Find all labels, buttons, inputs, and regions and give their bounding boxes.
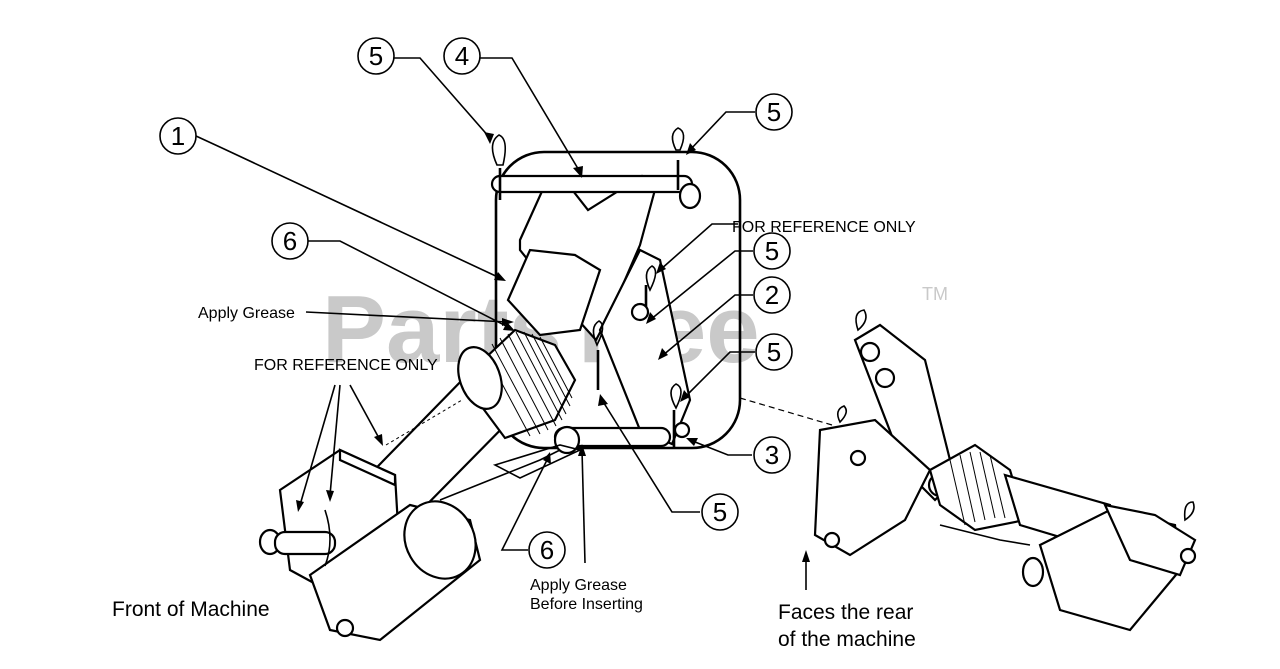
assembly-frame (494, 150, 742, 450)
front-hairpin (324, 509, 331, 567)
callout-6-lower: 6 (528, 531, 566, 569)
label-apply-grease: Apply Grease (198, 305, 295, 322)
callout-number: 5 (767, 337, 781, 367)
callout-circle (755, 93, 793, 131)
hairpin-clip (671, 127, 685, 151)
gearbox-bolt (849, 449, 867, 467)
callout-number: 3 (765, 440, 779, 470)
lift-arm-hole (859, 341, 881, 363)
bracket-assembly (490, 127, 742, 455)
label-apply-grease-before-line1: Apply Grease (530, 577, 627, 594)
rear-clip (855, 309, 867, 332)
callout-circle (701, 493, 739, 531)
hairpin-clip (592, 320, 604, 347)
watermark-trademark: TM (922, 284, 948, 304)
callout-number: 1 (171, 121, 185, 151)
top-pin-end (678, 182, 702, 210)
rear-pin (1179, 547, 1197, 565)
callout-3: 3 (753, 436, 791, 474)
rear-gearbox (813, 418, 932, 557)
callout-4: 4 (443, 37, 481, 75)
hairpin-clip (670, 383, 682, 410)
callout-circle (159, 117, 197, 155)
callout-circle (753, 276, 791, 314)
callout-5-lower-right: 5 (755, 333, 793, 371)
leader-lines (195, 57, 833, 590)
callout-5-top-right: 5 (755, 93, 793, 131)
callout-5-top-left: 5 (357, 37, 395, 75)
callout-circle (528, 531, 566, 569)
callout-number: 4 (455, 41, 469, 71)
hairpin-clip (645, 265, 657, 292)
rear-hairpin (1183, 501, 1195, 522)
callout-number: 5 (369, 41, 383, 71)
top-pin (490, 174, 694, 194)
callout-number: 5 (713, 497, 727, 527)
rear-clip (836, 405, 848, 424)
rear-thread-lines (949, 451, 1006, 526)
right-actuator (813, 309, 1197, 632)
hairpin-clip (491, 134, 507, 166)
label-for-reference-only-left: FOR REFERENCE ONLY (254, 357, 438, 374)
callout-number: 5 (767, 97, 781, 127)
rear-cable (939, 524, 1031, 546)
callout-circle (755, 333, 793, 371)
bracket-web (506, 248, 602, 337)
motor-cable (439, 449, 561, 501)
label-faces-rear-line1: Faces the rear (778, 601, 913, 624)
callout-circle (753, 232, 791, 270)
gearbox-bolt (823, 531, 841, 549)
clevis-pin (630, 302, 650, 322)
callout-2: 2 (753, 276, 791, 314)
callout-number: 6 (540, 535, 554, 565)
callout-number: 2 (765, 280, 779, 310)
label-front-of-machine: Front of Machine (112, 598, 270, 621)
callout-6-upper: 6 (271, 222, 309, 260)
clevis-pin (673, 421, 691, 439)
thread-lines (483, 331, 573, 437)
lower-pin-head (553, 425, 581, 455)
gearbox-top (338, 448, 397, 487)
callout-circle (443, 37, 481, 75)
label-apply-grease-before-line2: Before Inserting (530, 596, 643, 613)
callout-circle (271, 222, 309, 260)
callout-number: 6 (283, 226, 297, 256)
lift-arm-hole (874, 367, 896, 389)
front-pin (273, 530, 337, 556)
callout-circle (357, 37, 395, 75)
label-faces-rear-line2: of the machine (778, 628, 916, 651)
label-for-reference-only-right: FOR REFERENCE ONLY (732, 219, 916, 236)
motor-cap (403, 500, 477, 580)
callout-number: 5 (765, 236, 779, 266)
collar-end (457, 346, 503, 410)
callout-5-bottom: 5 (701, 493, 739, 531)
callout-5-mid: 5 (753, 232, 791, 270)
callout-circle (753, 436, 791, 474)
callout-1: 1 (159, 117, 197, 155)
rear-motor-cap (1021, 556, 1045, 588)
left-actuator (258, 328, 583, 642)
motor-endbolt (335, 618, 355, 638)
